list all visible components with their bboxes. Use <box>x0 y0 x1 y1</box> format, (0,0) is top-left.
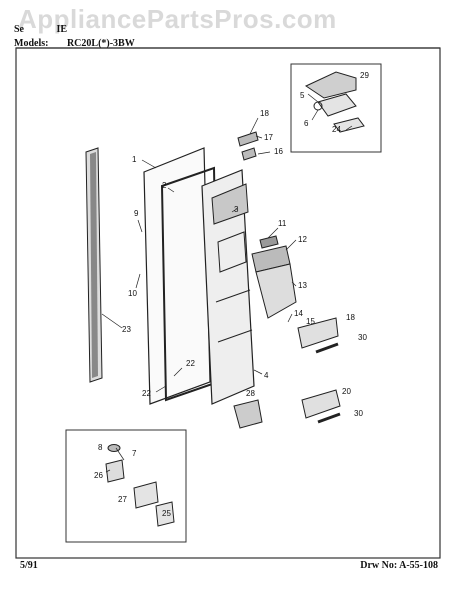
callout-27: 27 <box>118 495 127 504</box>
watermark: AppliancePartsPros.com <box>18 4 337 34</box>
callout-21: 22 <box>186 359 195 368</box>
liner-shelf-1 <box>215 289 251 303</box>
liner-top-shelf <box>211 183 249 225</box>
callout-20: 20 <box>342 387 351 396</box>
door-bin-upper <box>297 317 339 349</box>
models-line: Models: RC20L(*)-3BW <box>14 38 135 49</box>
callout-24: 24 <box>332 125 341 134</box>
callout-2: 2 <box>162 181 167 190</box>
parts-diagram-sheet: AppliancePartsPros.com Se IE Models: RC2… <box>6 2 452 598</box>
callout-10: 10 <box>128 289 137 298</box>
dispenser-flap <box>233 399 263 429</box>
liner-dispenser-opening <box>217 231 247 273</box>
callout-3: 3 <box>234 205 239 214</box>
dispenser-switch <box>259 235 279 249</box>
inset-box-top <box>290 63 382 153</box>
callout-13: 13 <box>298 281 307 290</box>
callout-18-hinge: 18 <box>260 109 269 118</box>
callout-18-bin: 18 <box>346 313 355 322</box>
callout-25: 25 <box>162 509 171 518</box>
callout-labels: 1 2 3 4 5 6 7 8 9 10 11 12 13 14 15 16 1… <box>94 71 369 518</box>
callout-16: 16 <box>274 147 283 156</box>
callout-23: 23 <box>122 325 131 334</box>
callout-4: 4 <box>264 371 269 380</box>
callout-6: 6 <box>304 119 309 128</box>
callout-7: 7 <box>132 449 137 458</box>
callout-9: 9 <box>134 209 139 218</box>
callout-30-upper: 30 <box>358 333 367 342</box>
hinge-bushing <box>241 147 257 161</box>
callout-26: 26 <box>94 471 103 480</box>
callout-8: 8 <box>98 443 103 452</box>
bin-trim-upper <box>315 342 339 354</box>
callout-14: 14 <box>294 309 303 318</box>
door-liner <box>201 169 255 405</box>
hinge-bracket <box>317 93 357 117</box>
door-bin-lower <box>301 389 341 419</box>
callout-29: 29 <box>360 71 369 80</box>
bin-trim-lower <box>317 412 341 424</box>
section-label: Se IE <box>14 24 67 35</box>
liner-shelf-2 <box>217 329 253 343</box>
hinge-plate <box>333 117 365 133</box>
footer-drawing-number: Drw No: A-55-108 <box>360 560 438 571</box>
hinge-cover <box>304 71 357 99</box>
callout-30-lower: 30 <box>354 409 363 418</box>
dispenser-housing <box>255 263 297 319</box>
footer-date: 5/91 <box>20 560 38 571</box>
door-trim-shadow <box>90 152 98 378</box>
door-outer-panel <box>143 147 211 405</box>
leader-lines <box>101 93 353 473</box>
callout-11: 11 <box>278 219 287 228</box>
inset-box-bottom <box>65 429 187 543</box>
models-label: Models: <box>14 38 49 49</box>
section-value: IE <box>56 24 68 35</box>
callout-15: 15 <box>306 317 315 326</box>
callout-17: 17 <box>264 133 273 142</box>
exploded-view-drawing <box>15 47 441 559</box>
lower-hinge-plate <box>155 501 175 527</box>
models-value: RC20L(*)-3BW <box>66 38 135 49</box>
cam-block <box>105 459 125 483</box>
callout-5: 5 <box>300 91 305 100</box>
lower-hinge-bracket <box>133 481 159 509</box>
section-label-text: Se <box>14 24 24 35</box>
callout-22: 22 <box>142 389 151 398</box>
callout-1: 1 <box>132 155 137 164</box>
callout-12: 12 <box>298 235 307 244</box>
callout-28: 28 <box>246 389 255 398</box>
